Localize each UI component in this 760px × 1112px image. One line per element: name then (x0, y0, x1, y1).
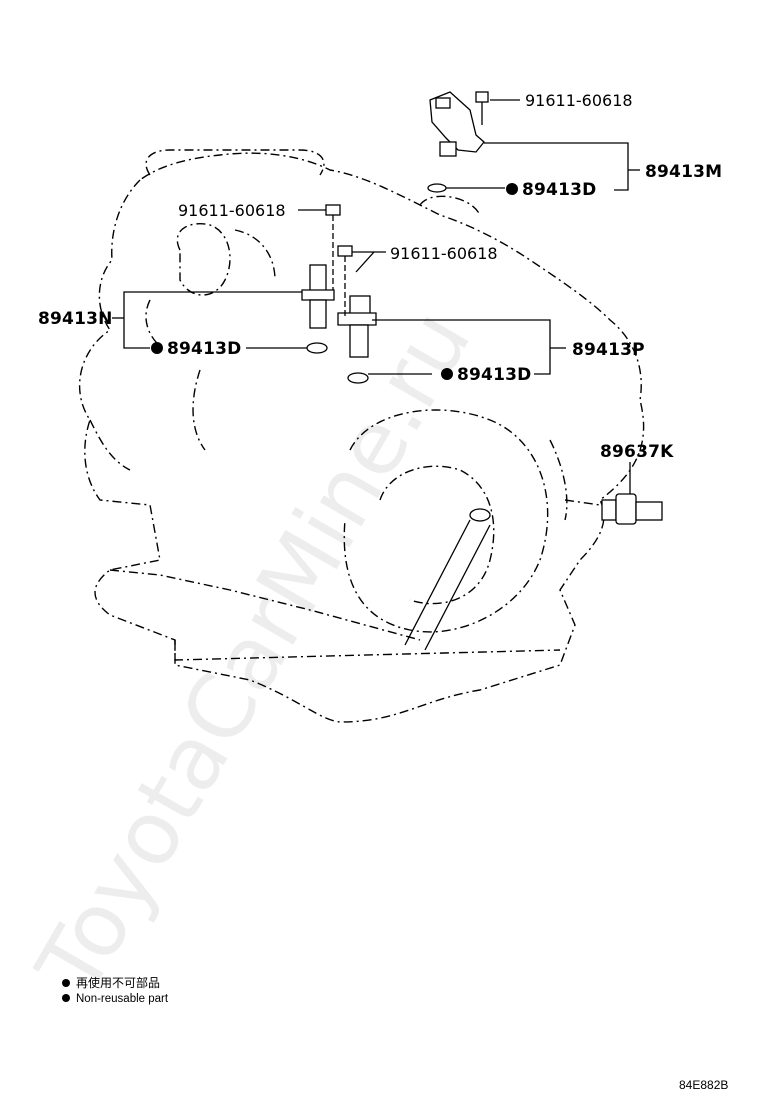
callout-89413d-left: 89413D (167, 339, 241, 359)
callout-89413n: 89413N (38, 309, 113, 329)
speed-sensor-89413p (337, 295, 377, 358)
bolt-91611-top (475, 91, 489, 125)
callout-89637k: 89637K (600, 442, 674, 462)
legend-ja-text: 再使用不可部品 (76, 976, 161, 990)
bullet-dot (62, 979, 70, 987)
o-ring-left (306, 342, 328, 354)
non-reusable-dot-left (151, 342, 163, 354)
diagram-code: 84E882B (679, 1078, 729, 1092)
bullet-dot (62, 994, 70, 1002)
legend-english: Non-reusable part (62, 992, 168, 1007)
callout-89413p: 89413P (572, 340, 645, 360)
leader-lines (112, 99, 640, 494)
callout-89413d-mid: 89413D (457, 365, 531, 385)
callout-91611-left: 91611-60618 (178, 201, 286, 220)
switch-89637k (601, 493, 663, 525)
watermark: ToyotaCarMine.ru (16, 293, 490, 1011)
legend-japanese: 再使用不可部品 (62, 976, 160, 991)
o-ring-top (427, 183, 447, 193)
legend-en-text: Non-reusable part (76, 993, 169, 1005)
bolt-91611-mid (337, 245, 353, 318)
non-reusable-dot-top (506, 183, 518, 195)
callout-91611-mid: 91611-60618 (390, 244, 498, 263)
speed-sensor-89413n (301, 264, 335, 329)
callout-89413d-top: 89413D (522, 180, 596, 200)
transmission-housing-outline (78, 149, 645, 723)
callout-91611-top: 91611-60618 (525, 91, 633, 110)
speed-sensor-89413m (429, 91, 485, 157)
output-shaft (404, 508, 491, 651)
callout-89413m: 89413M (645, 162, 722, 182)
o-ring-mid (347, 372, 369, 384)
non-reusable-dot-mid (441, 368, 453, 380)
